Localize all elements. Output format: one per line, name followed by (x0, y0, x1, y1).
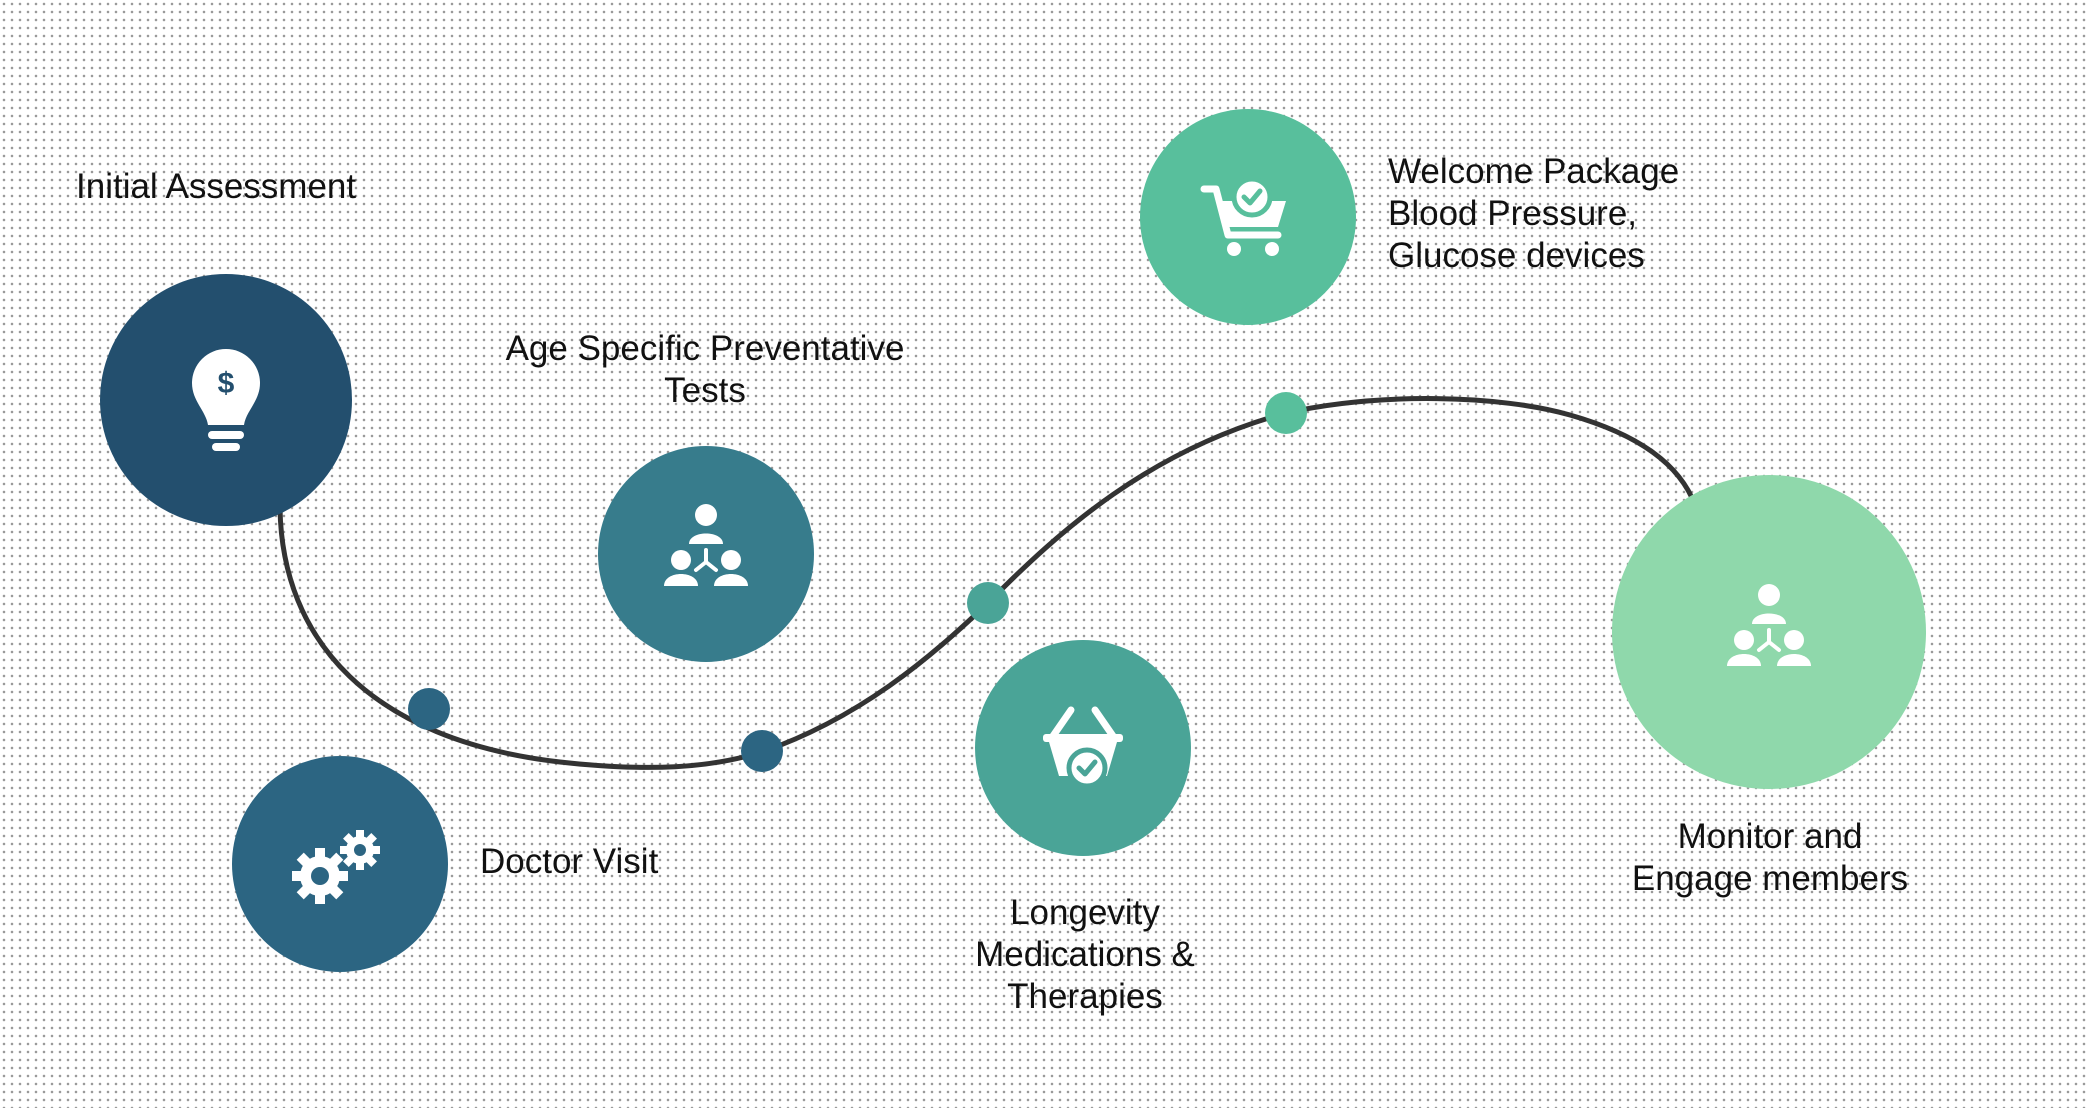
lightbulb-dollar-icon: $ (192, 349, 260, 451)
step-label-line: Doctor Visit (480, 842, 659, 881)
step-label-initial-assessment: Initial Assessment (76, 166, 356, 208)
team-hierarchy-icon (664, 504, 748, 586)
step-label-line: Welcome Package (1388, 152, 1680, 191)
step-label-doctor-visit: Doctor Visit (480, 841, 658, 883)
gears-icon (292, 830, 380, 904)
path-node (408, 688, 450, 730)
step-label-welcome-package: Welcome Package Blood Pressure, Glucose … (1388, 151, 1679, 277)
step-label-line: Tests (664, 371, 746, 410)
step-label-line: Monitor and (1677, 817, 1863, 856)
team-hierarchy-icon (1727, 584, 1811, 666)
path-node (1265, 392, 1307, 434)
path-node (967, 582, 1009, 624)
step-label-line: Engage members (1631, 859, 1909, 898)
svg-text:$: $ (218, 367, 235, 400)
step-label-line: Blood Pressure, (1388, 194, 1638, 233)
step-label-age-specific-tests: Age Specific Preventative Tests (470, 328, 940, 412)
step-label-line: Initial Assessment (76, 167, 357, 206)
basket-check-icon (1043, 706, 1123, 789)
step-label-longevity-medications: Longevity Medications & Therapies (940, 892, 1230, 1018)
path-node (741, 730, 783, 772)
step-label-line: Therapies (1007, 977, 1163, 1016)
cart-check-icon (1200, 176, 1286, 256)
step-label-line: Glucose devices (1388, 236, 1645, 275)
step-label-line: Longevity (1010, 893, 1160, 932)
step-circle-doctor-visit[interactable] (232, 756, 448, 972)
step-label-line: Medications & (975, 935, 1195, 974)
step-label-line: Age Specific Preventative (505, 329, 905, 368)
step-label-monitor-engage: Monitor and Engage members (1600, 816, 1940, 900)
